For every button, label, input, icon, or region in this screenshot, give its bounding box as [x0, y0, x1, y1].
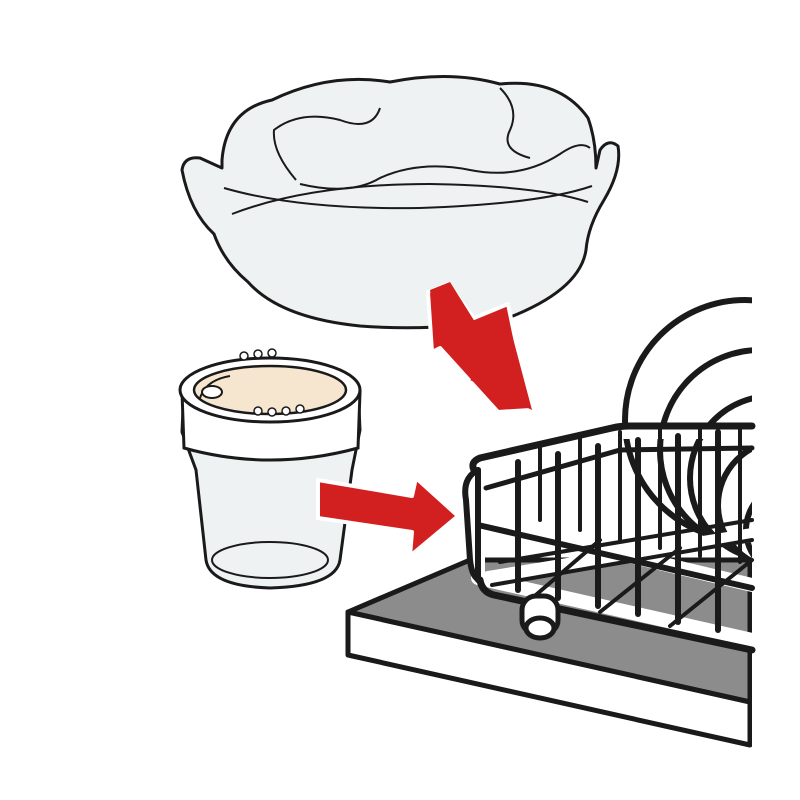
- lid-fold-line: [272, 107, 381, 181]
- rack-top-rim: [469, 422, 756, 474]
- rack-mid-wire: [475, 522, 755, 591]
- cup-with-cap-icon: [178, 348, 362, 590]
- lid-rim: [223, 185, 593, 210]
- arrow-cup-to-rack: [316, 476, 460, 558]
- arrow-lid-to-rack: [426, 282, 532, 414]
- lid-inner-rim: [231, 183, 589, 215]
- cup-cap-dots: [239, 348, 305, 417]
- cup-base: [211, 541, 329, 579]
- rack-foot-icon: [519, 593, 561, 641]
- dome-lid-icon: [180, 74, 621, 330]
- shelf-front: [345, 609, 753, 748]
- dish-rack-icon: [462, 422, 759, 654]
- lid-body: [180, 74, 621, 330]
